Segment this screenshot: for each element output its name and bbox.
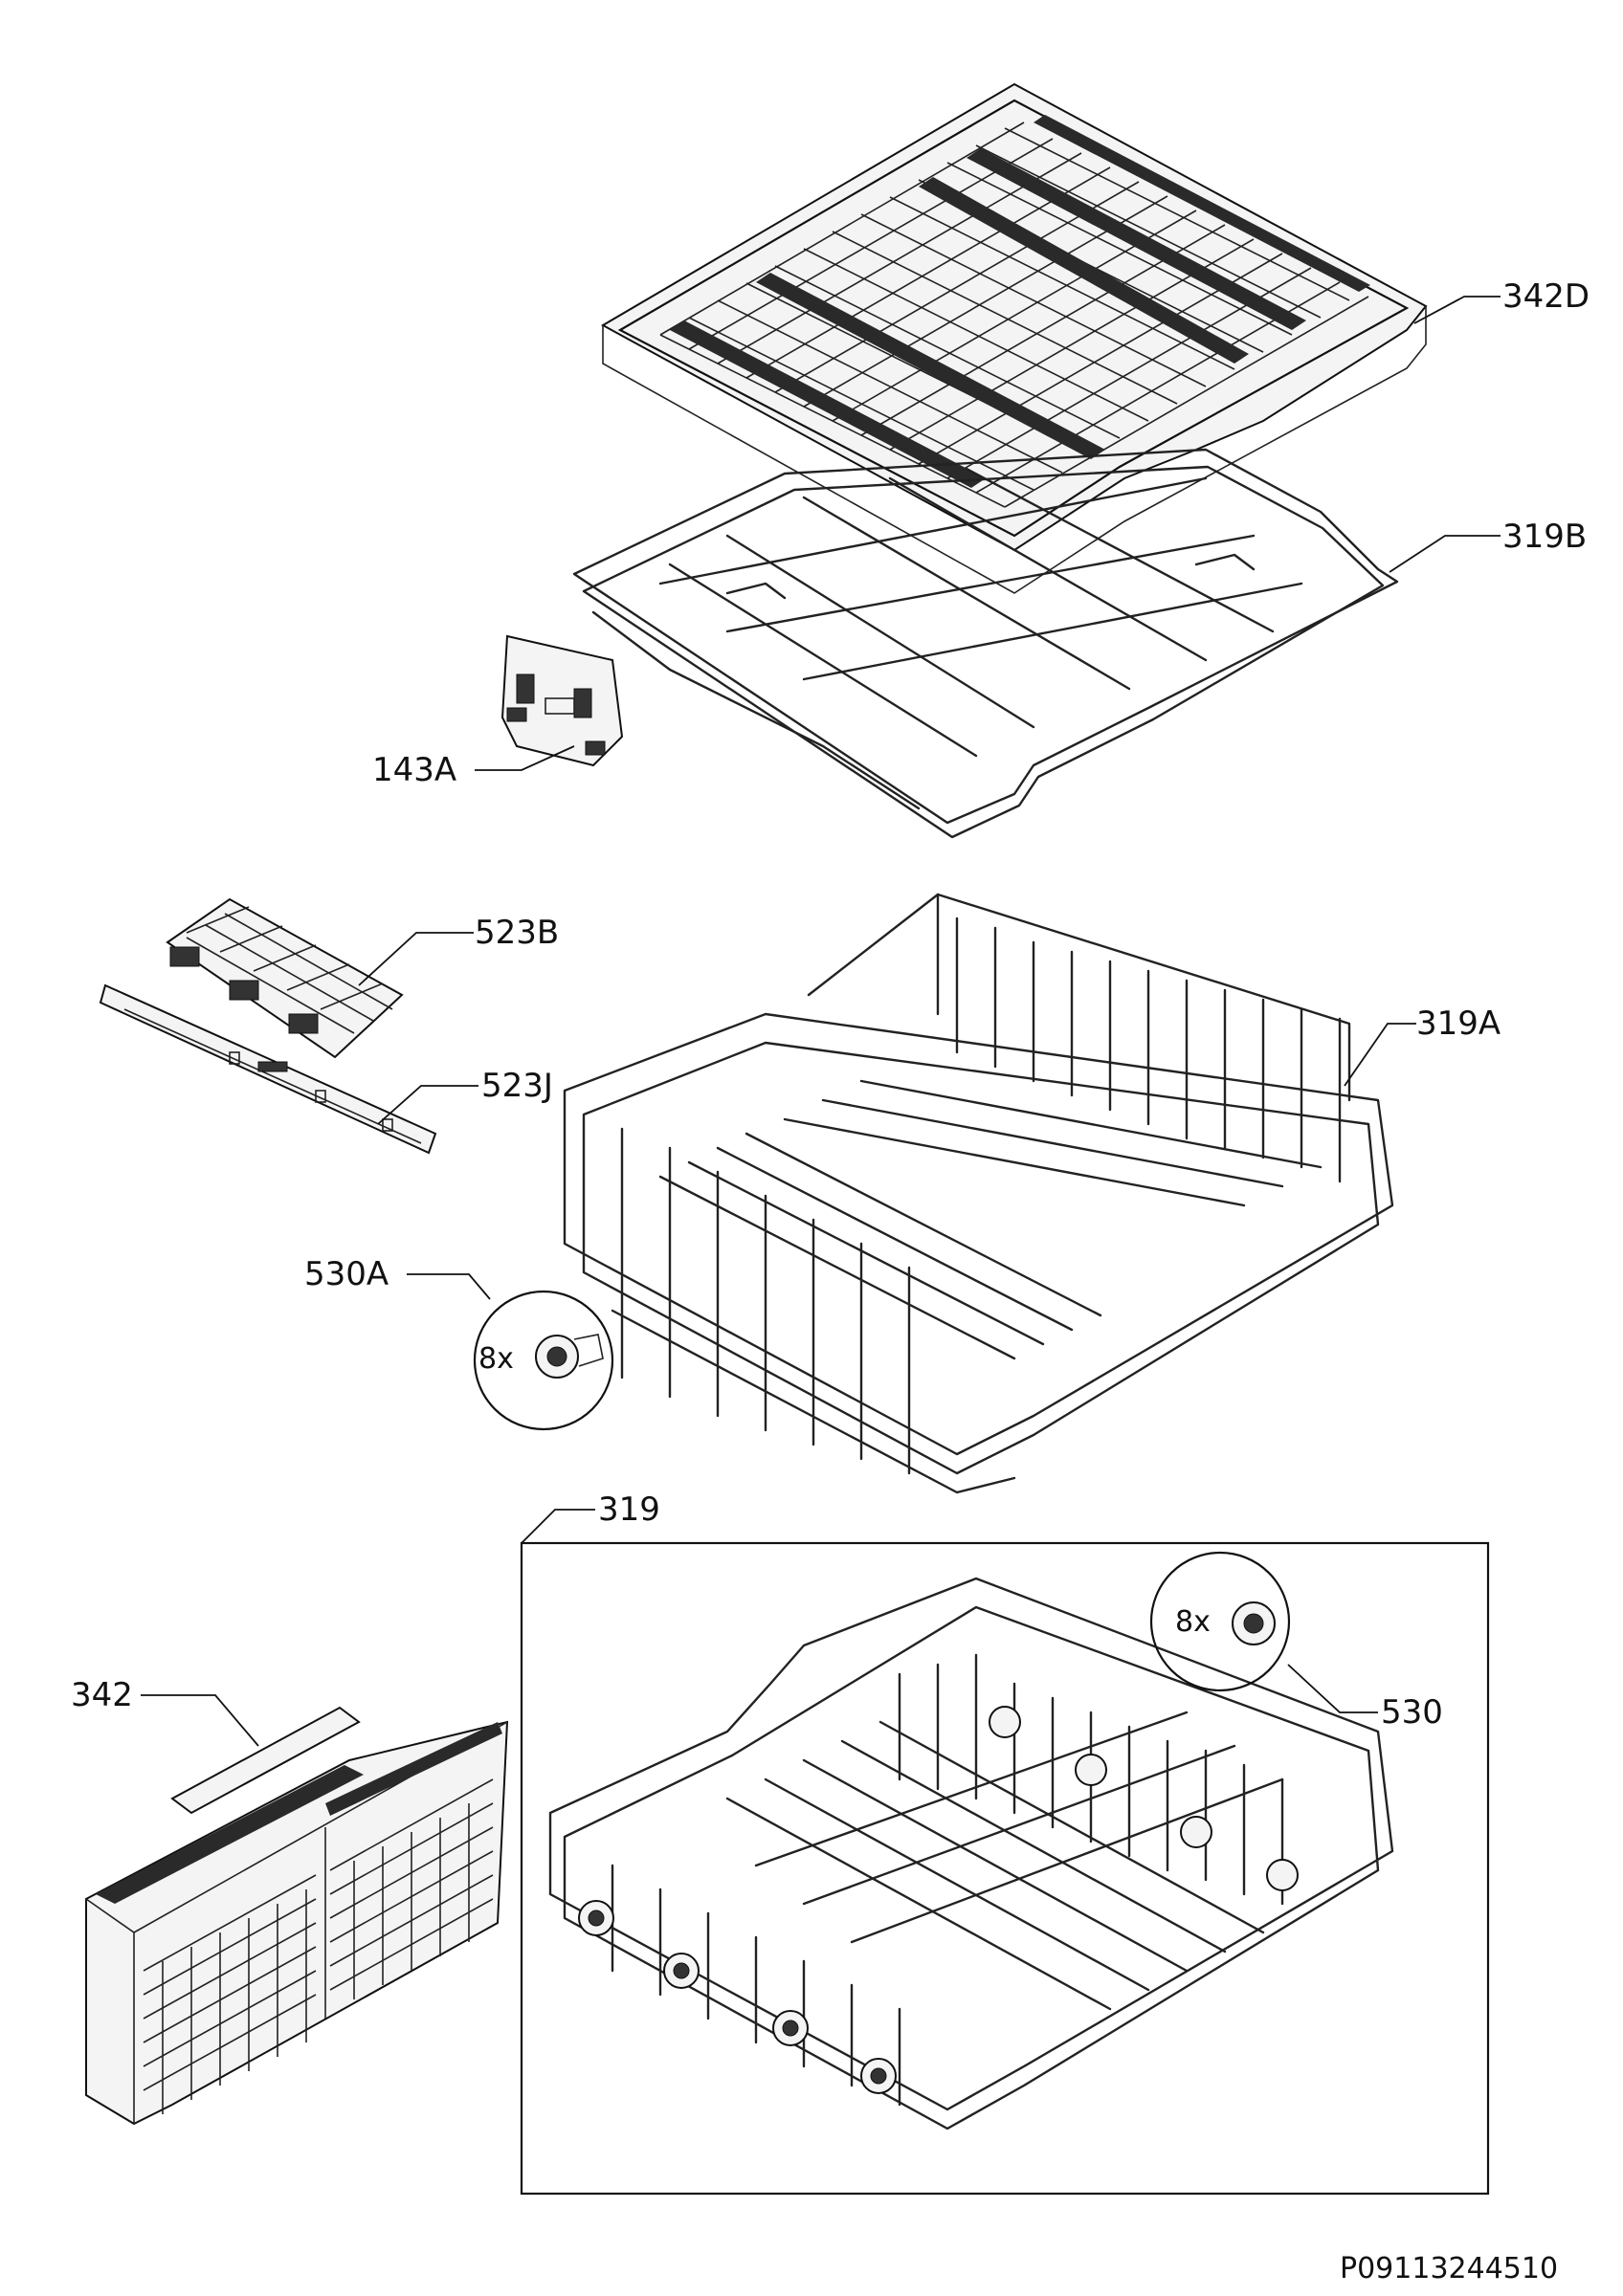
part-342d-cutlery-tray (600, 82, 1428, 594)
leader-319b (1389, 535, 1501, 573)
leader-342d (1413, 296, 1501, 324)
leader-530a (407, 1273, 491, 1300)
lower-basket-wheels (578, 1900, 897, 2094)
part-319a-upper-basket (563, 893, 1394, 1494)
leader-342 (141, 1694, 259, 1747)
leader-143a (475, 745, 575, 771)
quantity-530: 8x (1175, 1605, 1211, 1639)
part-319b-rack-frame (572, 448, 1399, 839)
part-523j-rail (99, 983, 437, 1155)
callout-319b: 319B (1502, 518, 1588, 556)
callout-319a: 319A (1416, 1004, 1501, 1043)
part-319-frame-box (520, 1541, 1490, 2196)
callout-342d: 342D (1502, 277, 1590, 316)
callout-530a: 530A (304, 1255, 389, 1293)
callout-523j: 523J (481, 1067, 553, 1105)
part-530a-wheel-circle (473, 1290, 614, 1431)
leader-319a (1344, 1023, 1416, 1087)
part-143a-clip (500, 634, 624, 767)
callout-143a: 143A (372, 751, 457, 789)
part-523b-cup-shelf (166, 897, 404, 1059)
document-id: P09113244510 (1340, 2252, 1559, 2285)
leader-319 (521, 1509, 595, 1544)
leader-523j (377, 1085, 478, 1125)
basket-mesh (143, 1778, 494, 2114)
part-342-cutlery-basket (85, 1706, 509, 2126)
leader-523b (358, 932, 474, 986)
leader-530 (1287, 1664, 1378, 1713)
callout-530: 530 (1381, 1693, 1443, 1732)
part-530-wheel-circle (1149, 1551, 1291, 1692)
callout-319: 319 (598, 1490, 660, 1529)
part-319-lower-basket (548, 1577, 1394, 2130)
callout-342: 342 (71, 1676, 133, 1714)
tray-grid (659, 121, 1369, 508)
callout-523b: 523B (475, 914, 560, 952)
quantity-530a: 8x (478, 1342, 514, 1376)
